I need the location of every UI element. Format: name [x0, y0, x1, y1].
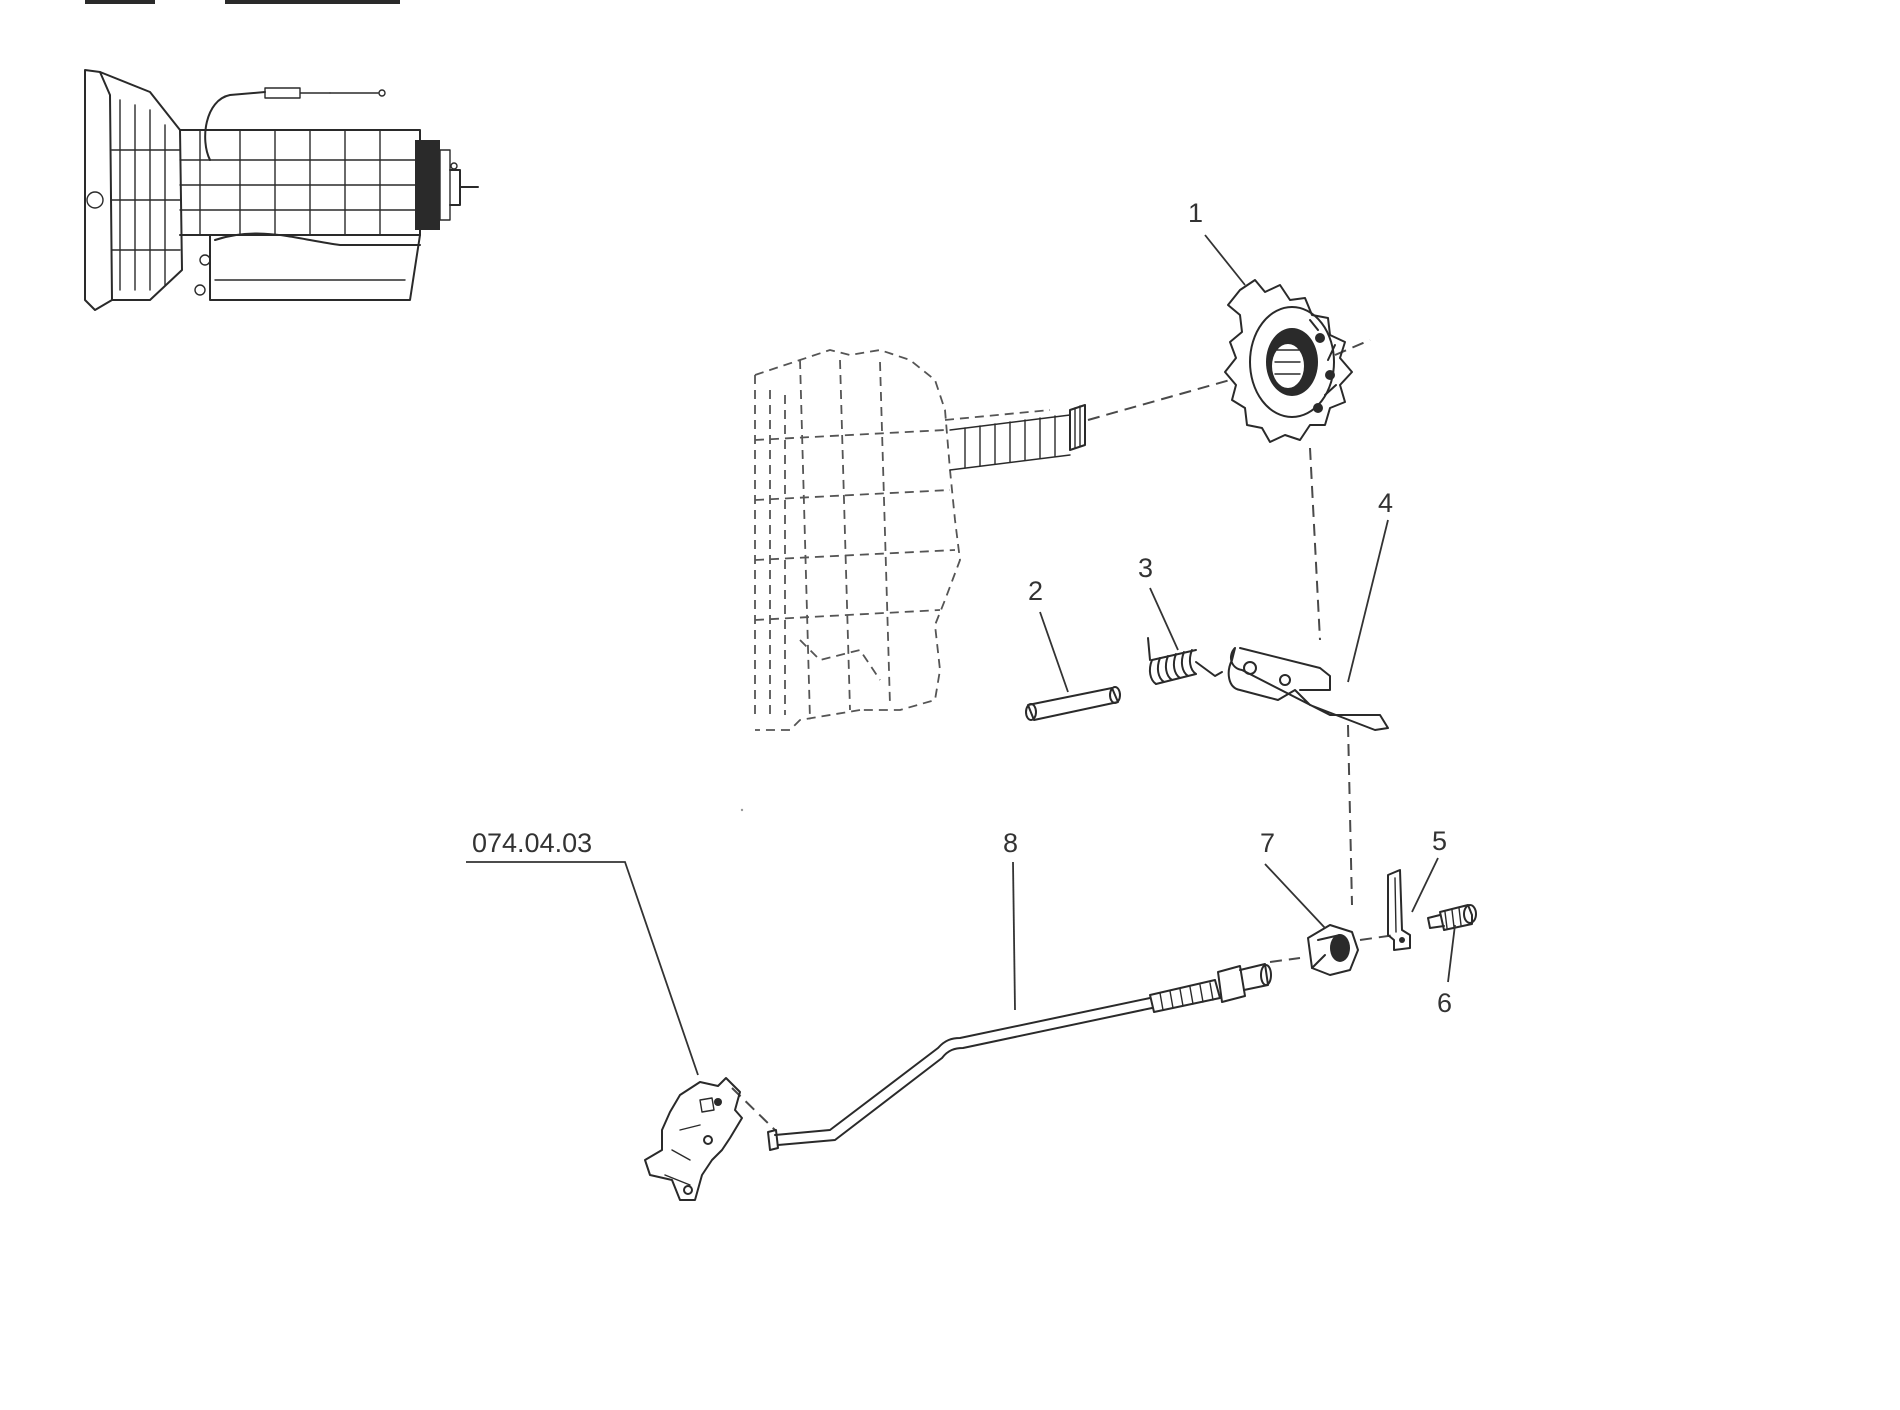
callout-5: 5: [1432, 826, 1447, 856]
part-2-pin: [1025, 686, 1121, 721]
part-5-bracket: [1387, 869, 1411, 951]
part-7-clamp: [1307, 924, 1359, 976]
callout-1: 1: [1188, 198, 1203, 228]
callout-8: 8: [1003, 828, 1018, 858]
callout-3: 3: [1138, 553, 1153, 583]
part-1-sprocket: [1224, 279, 1353, 443]
reference-label: 074.04.03: [472, 828, 592, 858]
callout-2: 2: [1028, 576, 1043, 606]
callout-6: 6: [1437, 988, 1452, 1018]
callout-7: 7: [1260, 828, 1275, 858]
gearbox-overview-thumbnail: [84, 0, 479, 311]
leader-lines: [466, 234, 1456, 1076]
gearbox-housing-ghost: [754, 349, 1086, 731]
assembly-lines: [731, 339, 1396, 1131]
callout-labels: 1 2 3 4 5 6 7 8 074.04.03: [472, 198, 1452, 1018]
part-3-spring: [1147, 637, 1223, 685]
part-6-bolt: [1427, 904, 1477, 931]
callout-4: 4: [1378, 488, 1393, 518]
part-4-lever: [1227, 647, 1389, 731]
part-8-cable: [767, 963, 1272, 1151]
reference-bracket: [644, 1077, 743, 1201]
